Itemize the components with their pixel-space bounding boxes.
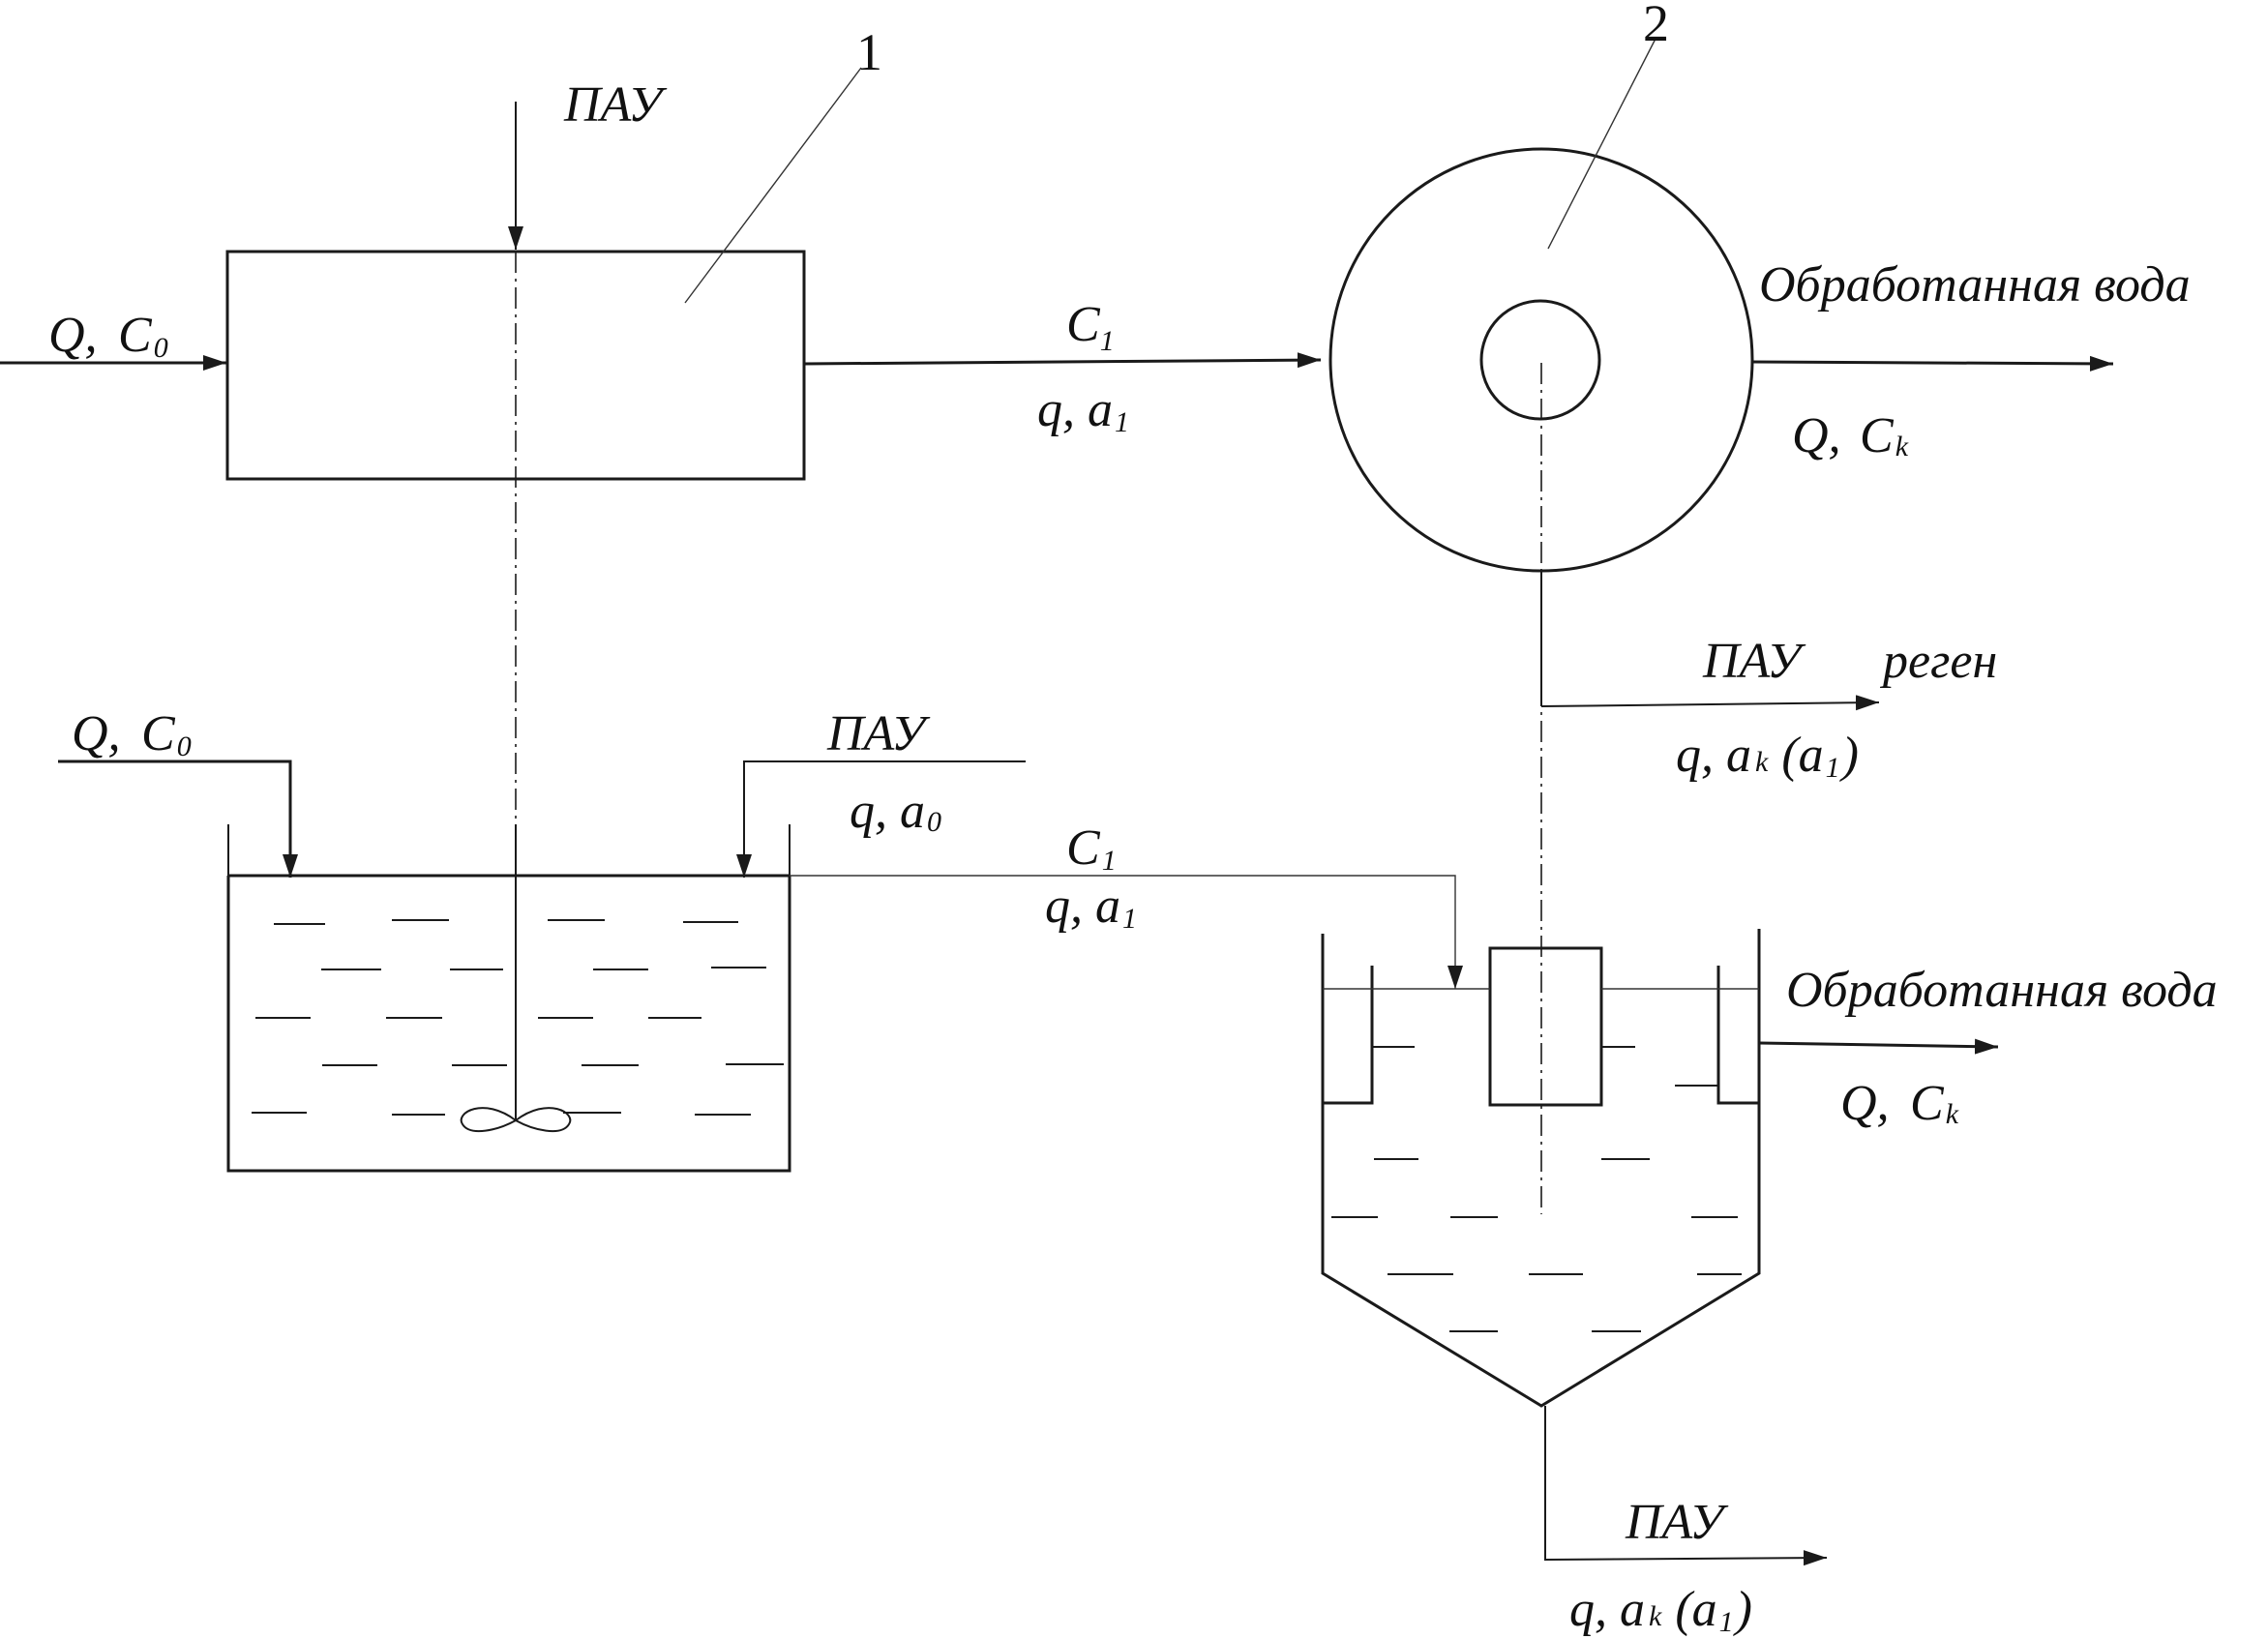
c1-top-label: C1 bbox=[1066, 297, 1115, 357]
settler-weir-right bbox=[1716, 966, 1759, 1105]
regen-arrow bbox=[1540, 695, 1880, 711]
outlet-top-q-label: Q, bbox=[1792, 408, 1841, 463]
pau-bottom-label: ПАУ bbox=[1625, 1495, 1729, 1550]
treated-water-arrow-top bbox=[1751, 355, 2114, 372]
treated-water-arrow-bottom bbox=[1758, 1038, 1999, 1055]
pau-regen-label: ПАУ bbox=[1702, 634, 1806, 689]
q-a0-label: q, a0 bbox=[850, 784, 941, 839]
pau-feed-arrow bbox=[736, 760, 1026, 878]
inlet-bottom-c-label: C0 bbox=[141, 706, 192, 762]
inlet-top-q-label: Q, bbox=[48, 308, 98, 363]
tank-water-marks bbox=[252, 919, 784, 1116]
outlet-top-c-label: Ck bbox=[1860, 408, 1909, 463]
filter-number-2: 2 bbox=[1643, 0, 1669, 52]
outlet-bottom-c-label: Ck bbox=[1910, 1076, 1959, 1131]
stream-to-settler bbox=[790, 875, 1463, 989]
q-a1-bottom-label: q, a1 bbox=[1045, 879, 1137, 935]
pau-mix-label: ПАУ bbox=[826, 706, 931, 761]
reactor-number-1: 1 bbox=[856, 23, 882, 81]
settler-water-marks bbox=[1331, 1046, 1742, 1332]
filter-2-inner bbox=[1479, 299, 1601, 421]
treated-water-bottom-label: Обработанная вода bbox=[1786, 963, 2218, 1018]
inlet-arrow-bottom bbox=[58, 760, 298, 878]
stream-c1-arrow bbox=[803, 352, 1322, 369]
settler-vessel bbox=[1321, 929, 1761, 1408]
treated-water-top-label: Обработанная вода bbox=[1759, 257, 2191, 313]
inlet-bottom-q-label: Q, bbox=[72, 706, 121, 761]
leader-line-1 bbox=[684, 67, 862, 304]
settler-weir-left bbox=[1323, 966, 1374, 1105]
stirrer-propeller bbox=[460, 1107, 572, 1132]
leader-line-2 bbox=[1547, 38, 1656, 250]
outlet-bottom-q-label: Q, bbox=[1840, 1076, 1890, 1131]
settler-central-well bbox=[1488, 946, 1603, 1107]
c1-bottom-label: C1 bbox=[1066, 820, 1117, 877]
regen-word-label: реген bbox=[1879, 634, 1997, 689]
inlet-top-c-label: C0 bbox=[118, 308, 168, 364]
sludge-outlet-arrow bbox=[1544, 1406, 1828, 1566]
q-a1-top-label: q, a1 bbox=[1037, 382, 1129, 438]
mixing-tank bbox=[226, 876, 791, 1173]
pau-top-label: ПАУ bbox=[563, 77, 668, 133]
